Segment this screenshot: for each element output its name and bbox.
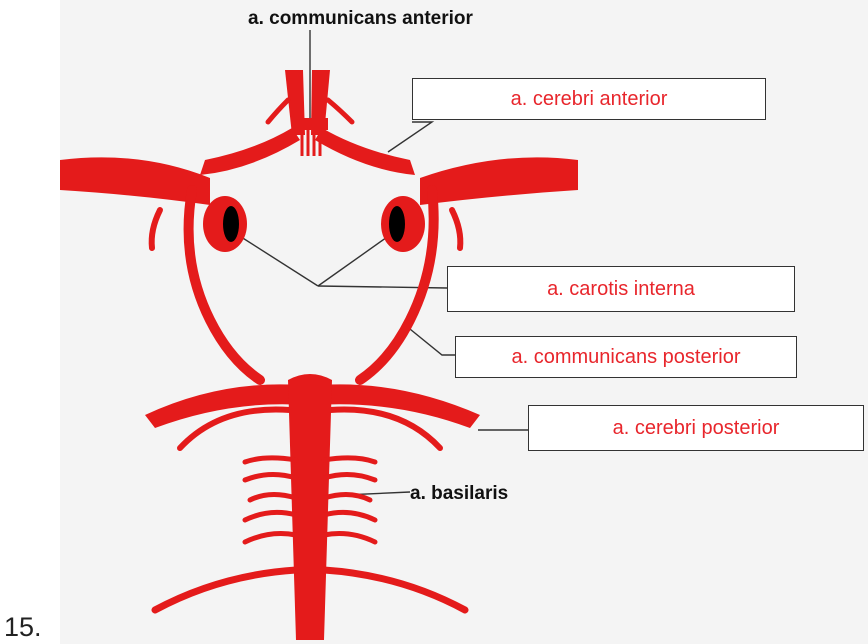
- middle-cerebral-arteries: [60, 157, 578, 248]
- internal-carotid-left-lumen: [223, 206, 239, 242]
- internal-carotid-arteries: [203, 196, 425, 252]
- leader-cerebri-anterior: [388, 122, 432, 152]
- posterior-cerebral-left: [145, 384, 305, 428]
- label-cerebri-anterior: a. cerebri anterior: [412, 78, 766, 120]
- middle-cerebral-right: [420, 157, 578, 205]
- label-carotis-interna: a. carotis interna: [447, 266, 795, 312]
- inferior-branch-left: [155, 570, 296, 610]
- circle-of-willis-diagram: a. communicans anterior a. cerebri anter…: [60, 0, 868, 644]
- anterior-communicating-artery: [292, 118, 328, 130]
- anterior-branch-right: [328, 100, 352, 122]
- branch-left-small: [152, 210, 160, 248]
- superior-cerebellar-right: [330, 409, 440, 448]
- leader-communicans-posterior: [405, 325, 455, 355]
- anterior-branch-left: [268, 100, 288, 122]
- anterior-arch-right: [315, 128, 415, 175]
- item-number: 15.: [4, 612, 42, 643]
- anterior-arteries: [200, 70, 415, 175]
- basilar-artery: [155, 374, 465, 640]
- basilar-trunk: [288, 374, 332, 640]
- superior-cerebellar-left: [180, 409, 290, 448]
- leader-carotis-right: [318, 235, 390, 286]
- label-basilaris: a. basilaris: [410, 483, 508, 505]
- internal-carotid-right-lumen: [389, 206, 405, 242]
- branch-right-small: [452, 210, 460, 248]
- label-cerebri-posterior: a. cerebri posterior: [528, 405, 864, 451]
- anterior-arch-left: [200, 128, 300, 175]
- label-communicans-posterior: a. communicans posterior: [455, 336, 797, 378]
- leader-carotis-left: [238, 235, 318, 286]
- label-communicans-anterior: a. communicans anterior: [248, 8, 473, 30]
- inferior-branch-right: [324, 570, 465, 610]
